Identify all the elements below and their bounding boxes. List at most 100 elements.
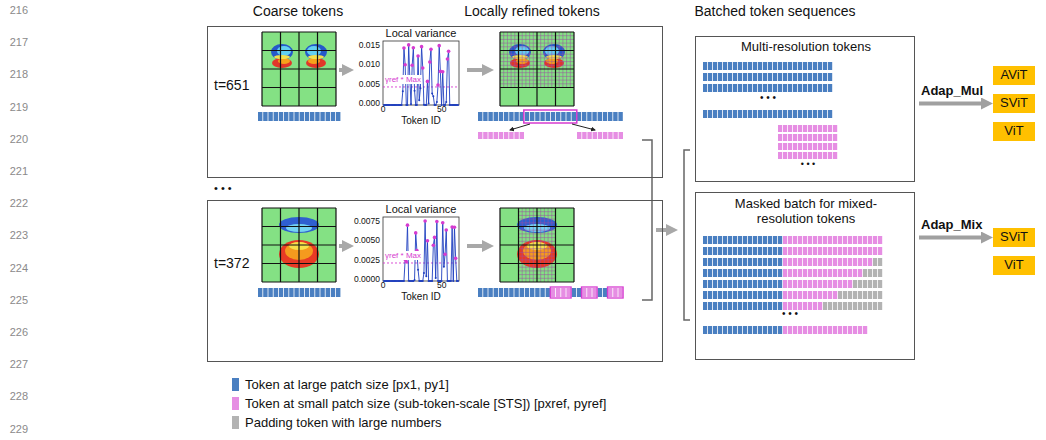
token: [572, 288, 576, 297]
token: [551, 288, 555, 297]
snapshot-panel: Local varianceToken IDt=372: [207, 200, 663, 362]
token-strip: [703, 269, 882, 277]
token: [808, 125, 812, 132]
token: [540, 288, 544, 297]
token: [873, 291, 877, 299]
token: [738, 269, 742, 277]
token: [803, 302, 807, 310]
flow-blob: [546, 55, 562, 59]
token: [743, 326, 747, 334]
token: [520, 132, 524, 139]
model-box: AViT: [993, 66, 1035, 85]
token: [733, 302, 737, 310]
token: [494, 132, 498, 139]
token: [753, 326, 757, 334]
token: [708, 326, 712, 334]
fine-grid-line: [537, 278, 556, 279]
token: [763, 258, 767, 266]
token: [718, 258, 722, 266]
token: [838, 280, 842, 288]
token: [743, 62, 747, 70]
fine-grid-line: [529, 245, 530, 264]
token: [843, 247, 847, 255]
token: [818, 236, 822, 244]
data-point: [417, 269, 419, 271]
token: [713, 236, 717, 244]
fine-grid-line: [537, 259, 556, 260]
edge-label: Adap_Mix: [921, 218, 982, 233]
token: [808, 291, 812, 299]
token: [788, 280, 792, 288]
token: [279, 112, 283, 121]
fine-grid-line: [525, 227, 526, 246]
peak-marker: [444, 228, 448, 232]
token: [488, 112, 492, 121]
fine-grid-line: [519, 83, 538, 84]
peak-marker: [407, 43, 411, 47]
token: [798, 143, 802, 150]
peak-marker: [436, 83, 440, 87]
token: [728, 236, 732, 244]
token: [258, 288, 262, 297]
token: [783, 110, 787, 118]
fine-grid-line: [570, 69, 571, 88]
token: [718, 236, 722, 244]
token-strip: [703, 291, 882, 299]
token: [778, 269, 782, 277]
token: [803, 291, 807, 299]
model-name: ViT: [1004, 124, 1023, 139]
token: [728, 110, 732, 118]
fine-grid-line: [519, 219, 538, 220]
token: [853, 258, 857, 266]
token: [703, 280, 707, 288]
token: [863, 247, 867, 255]
fine-grid-line: [500, 46, 519, 47]
token: [808, 152, 812, 159]
axis-title: Token ID: [401, 291, 440, 303]
line-number: 216: [10, 4, 28, 17]
data-point: [435, 104, 437, 106]
token: [499, 288, 503, 297]
fine-grid-line: [503, 51, 504, 70]
token: [748, 269, 752, 277]
token: [478, 112, 482, 121]
token: [763, 302, 767, 310]
token: [733, 280, 737, 288]
token: [793, 326, 797, 334]
token: [708, 110, 712, 118]
fine-grid-line: [537, 274, 556, 275]
token: [743, 280, 747, 288]
ellipsis: • • •: [760, 92, 776, 104]
token: [798, 152, 802, 159]
token: [587, 112, 591, 121]
fine-grid-line: [556, 83, 575, 84]
token: [263, 112, 267, 121]
axis-tick: γref * Max: [384, 251, 422, 260]
token: [326, 112, 330, 121]
token: [793, 236, 797, 244]
fine-grid-line: [537, 39, 556, 40]
token: [813, 62, 817, 70]
line-number: 217: [10, 36, 28, 49]
fine-grid-line: [519, 274, 538, 275]
token: [733, 110, 737, 118]
token: [763, 110, 767, 118]
fine-grid-line: [519, 215, 538, 216]
token: [738, 280, 742, 288]
token: [587, 132, 591, 139]
fine-grid-line: [544, 69, 545, 88]
token: [823, 280, 827, 288]
field-ground: [500, 208, 574, 282]
peak-marker: [420, 45, 424, 49]
token: [843, 326, 847, 334]
token: [788, 134, 792, 141]
axis-tick: 0: [381, 281, 386, 291]
fine-grid-line: [525, 208, 526, 227]
token: [708, 236, 712, 244]
token: [713, 326, 717, 334]
flow-arrow: [339, 68, 348, 72]
flow-blob: [509, 44, 531, 60]
token: [753, 269, 757, 277]
token: [758, 291, 762, 299]
